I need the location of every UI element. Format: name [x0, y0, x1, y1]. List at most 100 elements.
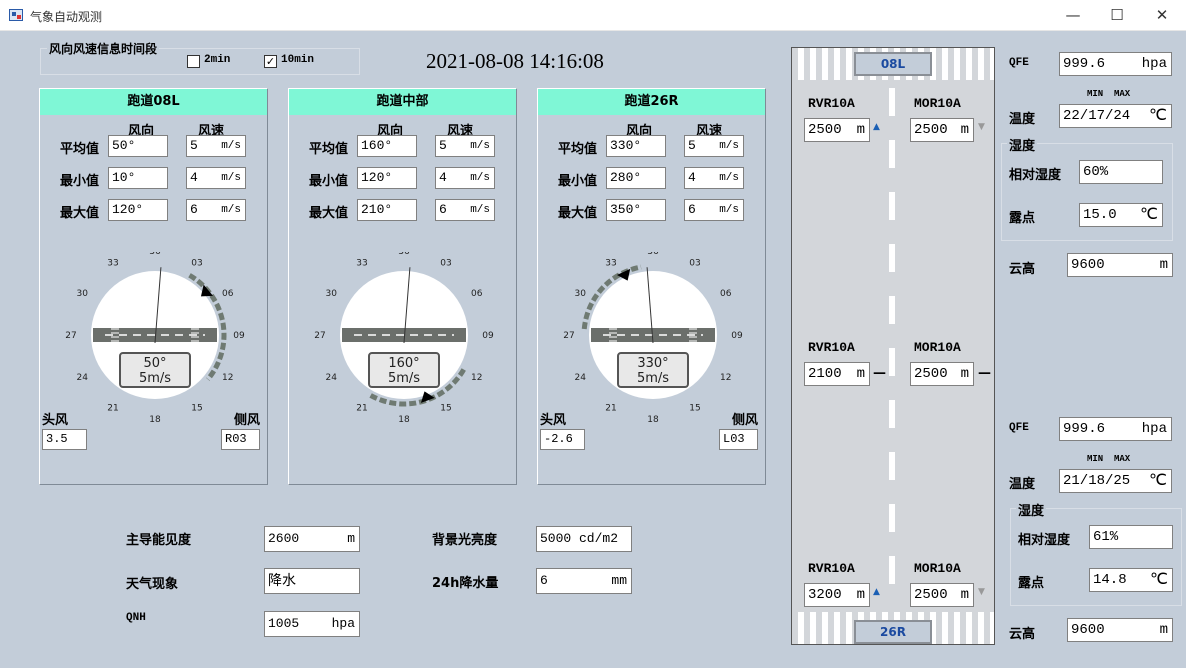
dial-label: 12: [222, 373, 233, 383]
window-title: 气象自动观测: [30, 10, 103, 24]
threshold-08l: 08L: [854, 52, 932, 76]
dial-label: 06: [720, 289, 732, 299]
panel-title: 跑道08L: [40, 89, 267, 115]
background-luminance-label: 背景光亮度: [432, 533, 498, 548]
dial-label: 09: [233, 331, 245, 341]
dial-label: 18: [647, 415, 659, 425]
dial-label: 30: [326, 289, 338, 299]
wind-dir-field: 280°: [606, 167, 666, 189]
row-label: 平均值: [60, 142, 100, 157]
dial-label: 21: [356, 404, 367, 414]
weather-label: 天气现象: [126, 577, 179, 592]
dial-label: 36: [398, 252, 410, 257]
dial-label: 33: [356, 258, 367, 268]
dial-label: 24: [326, 373, 338, 383]
background-luminance-field: 5000 cd/m2: [536, 526, 632, 552]
dial-label: 12: [471, 373, 482, 383]
dial-label: 06: [222, 289, 234, 299]
dial-label: 03: [440, 258, 451, 268]
rvr-label: RVR10A: [808, 340, 855, 355]
dial-needle: [646, 267, 654, 344]
row-label: 平均值: [309, 142, 349, 157]
readout-speed: 5m/s: [636, 371, 670, 386]
humidity-group-label: 湿度: [1007, 135, 1038, 154]
wind-interval-label: 风向风速信息时间段: [47, 40, 160, 57]
dial-label: 33: [107, 258, 118, 268]
panel-title: 跑道中部: [289, 89, 516, 115]
dial-label: 33: [605, 258, 616, 268]
dial-label: 15: [440, 404, 451, 414]
app-icon: [9, 9, 23, 21]
temp-field: 21/18/25℃: [1059, 469, 1172, 493]
dial-label: 18: [398, 415, 410, 425]
maximize-button[interactable]: ☐: [1110, 6, 1124, 24]
rh-label: 相对湿度: [1009, 168, 1062, 183]
checkbox-10min[interactable]: ✓: [264, 55, 277, 68]
dial-label: 06: [471, 289, 483, 299]
wind-direction-marker: [616, 268, 631, 281]
dial-label: 15: [191, 404, 202, 414]
headwind-label: 头风: [42, 413, 69, 428]
readout-speed: 5m/s: [387, 371, 421, 386]
checkbox-2min[interactable]: [187, 55, 200, 68]
rh-label: 相对湿度: [1018, 533, 1071, 548]
rainfall-label: 24h降水量: [432, 576, 499, 591]
close-button[interactable]: ✕: [1155, 6, 1169, 24]
crosswind-label: 侧风: [234, 413, 261, 428]
dial-label: 30: [77, 289, 89, 299]
row-label: 最大值: [60, 206, 100, 221]
row-label: 最大值: [309, 206, 349, 221]
humidity-group-label: 湿度: [1016, 500, 1047, 519]
wind-readout: 330°5m/s: [617, 352, 689, 388]
dial-label: 27: [65, 331, 76, 341]
rh-field: 60%: [1079, 160, 1163, 184]
rvr-trend-icon: ▲: [873, 122, 880, 132]
dial-label: 27: [563, 331, 574, 341]
wind-dir-field: 120°: [108, 199, 168, 221]
mor-trend-icon: —: [978, 366, 991, 381]
rvr-label: RVR10A: [808, 96, 855, 111]
wind-direction-marker: [420, 391, 435, 403]
rh-field: 61%: [1089, 525, 1173, 549]
wind-variability-arc: [188, 273, 227, 381]
wind-dir-field: 350°: [606, 199, 666, 221]
wind-direction-marker: [200, 284, 214, 297]
cloud-height-label: 云高: [1009, 262, 1036, 277]
wind-dir-field: 120°: [357, 167, 417, 189]
dial-needle: [403, 267, 411, 344]
dial-label: 09: [731, 331, 743, 341]
dial-label: 09: [482, 331, 494, 341]
qnh-label: QNH: [126, 612, 146, 624]
minimize-button[interactable]: —: [1065, 6, 1081, 24]
dewpoint-label: 露点: [1009, 211, 1036, 226]
readout-dir: 160°: [388, 356, 420, 371]
mor-label: MOR10A: [914, 340, 961, 355]
dial-label: 12: [720, 373, 731, 383]
cloud-height-label: 云高: [1009, 627, 1036, 642]
wind-readout: 160°5m/s: [368, 352, 440, 388]
mor-label: MOR10A: [914, 96, 961, 111]
humidity-group: [1010, 508, 1182, 606]
dial-label: 36: [149, 252, 161, 257]
temp-label: 温度: [1009, 477, 1036, 492]
row-label: 最小值: [309, 174, 349, 189]
crosswind-field: L03: [719, 429, 758, 450]
